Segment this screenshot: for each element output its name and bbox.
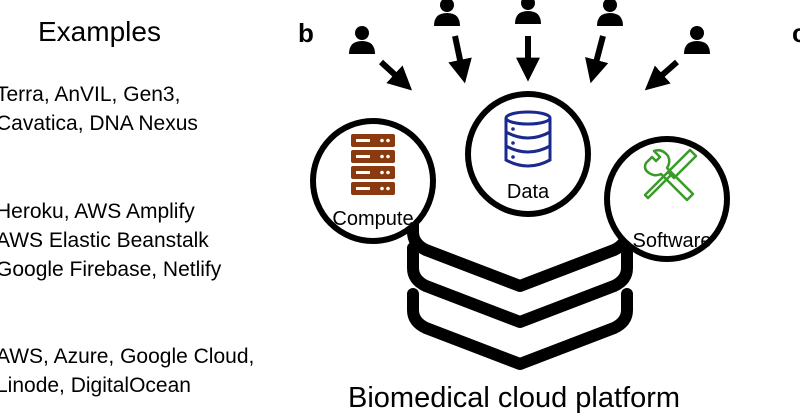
data-label: Data	[507, 181, 550, 203]
platform-label: Biomedical cloud platform	[348, 382, 681, 414]
platform-layer	[407, 242, 633, 328]
user-icon	[434, 0, 460, 26]
example-line: Cavatica, DNA Nexus	[0, 112, 198, 135]
example-line: Linode, DigitalOcean	[0, 374, 191, 397]
panel-b-label: b	[298, 18, 314, 48]
server-icon	[351, 134, 395, 195]
user-icon	[597, 0, 623, 26]
user-arrow	[378, 59, 413, 91]
software-node: Software	[604, 136, 730, 262]
compute-label: Compute	[332, 208, 413, 230]
platform-layer	[407, 206, 633, 292]
example-line: Google Firebase, Netlify	[0, 258, 222, 281]
example-line: Heroku, AWS Amplify	[0, 200, 195, 223]
example-line: AWS Elastic Beanstalk	[0, 229, 209, 252]
example-line: AWS, Azure, Google Cloud,	[0, 345, 255, 368]
user-arrow	[644, 59, 679, 91]
examples-title: Examples	[38, 16, 161, 47]
example-line: Terra, AnVIL, Gen3,	[0, 83, 181, 106]
tools-icon	[643, 148, 698, 202]
software-label: Software	[633, 230, 712, 252]
database-icon	[504, 110, 552, 168]
platform-layer	[407, 288, 633, 370]
user-arrow	[448, 35, 472, 84]
panel-c-label: c	[792, 18, 800, 48]
compute-node: Compute	[310, 118, 436, 244]
user-icon	[515, 0, 541, 24]
user-icon	[684, 26, 710, 54]
user-arrow	[585, 35, 609, 84]
data-node: Data	[465, 91, 591, 217]
user-icon	[349, 26, 375, 54]
